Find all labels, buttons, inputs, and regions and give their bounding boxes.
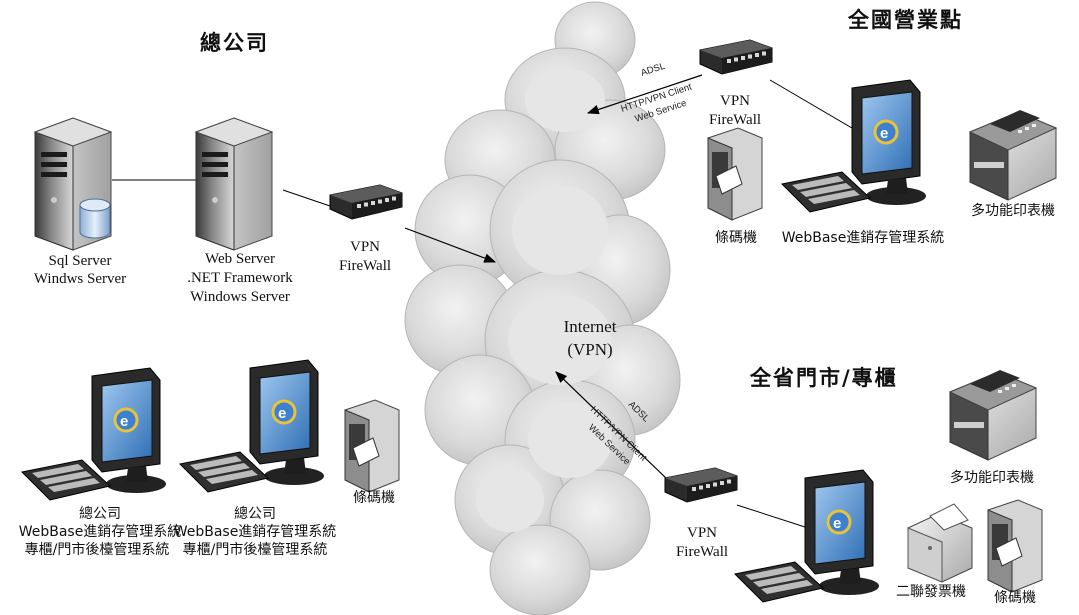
internet-label: Internet xyxy=(564,317,617,336)
webserver-firewall-link xyxy=(282,189,331,207)
firewall-icon xyxy=(329,184,403,220)
branch-internet-arrow xyxy=(586,74,703,115)
printer-label: 多功能印表機 xyxy=(950,469,1034,486)
firewall-label: FireWall xyxy=(676,544,728,560)
vpn-label: (VPN) xyxy=(567,340,612,359)
store-internet-arrow xyxy=(555,371,669,481)
pc-icon xyxy=(733,468,881,604)
database-icon xyxy=(79,198,111,239)
pc-label: 總公司 xyxy=(79,505,121,522)
firewall-label: VPN xyxy=(720,93,750,109)
firewall-label: FireWall xyxy=(339,258,391,274)
national-branches-title: 全國營業點 xyxy=(847,8,963,32)
pc-label: 總公司 xyxy=(234,505,276,522)
barcode-scanner-icon xyxy=(987,499,1043,593)
pc-label: WebBase進銷存管理系統 xyxy=(19,524,182,540)
pc-label: WebBase進銷存管理系統 xyxy=(174,524,337,540)
adsl-label: ADSL xyxy=(640,61,667,79)
invoice-printer-icon xyxy=(907,503,973,583)
barcode-label: 條碼機 xyxy=(353,490,395,506)
stores-title: 全省門市/專櫃 xyxy=(749,366,898,390)
printer-icon xyxy=(949,369,1037,461)
invoice-printer-label: 二聯發票機 xyxy=(896,584,966,600)
firewall-icon xyxy=(664,467,738,503)
firewall-icon xyxy=(699,39,773,75)
web-server-icon xyxy=(195,117,273,251)
web-server-label: .NET Framework xyxy=(187,270,293,286)
firewall-label: VPN xyxy=(687,525,717,541)
pc-label: 專櫃/門市後檯管理系統 xyxy=(183,541,328,558)
pc-icon xyxy=(178,358,326,494)
pc-label: WebBase進銷存管理系統 xyxy=(782,230,945,246)
branch-firewall-pc-link xyxy=(769,79,853,129)
barcode-label: 條碼機 xyxy=(994,590,1036,606)
internet-cloud xyxy=(404,1,681,615)
sql-server-label: Sql Server xyxy=(49,253,112,269)
firewall-internet-arrow xyxy=(404,227,497,263)
barcode-scanner-icon xyxy=(344,399,400,493)
store-firewall-pc-link xyxy=(736,504,806,528)
web-server-label: Web Server xyxy=(205,251,275,267)
printer-label: 多功能印表機 xyxy=(971,202,1055,219)
firewall-label: VPN xyxy=(350,239,380,255)
firewall-label: FireWall xyxy=(709,112,761,128)
sql-server-label: Windws Server xyxy=(34,271,126,287)
barcode-label: 條碼機 xyxy=(715,230,757,246)
pc-label: 專櫃/門市後檯管理系統 xyxy=(25,541,170,558)
pc-icon xyxy=(20,366,168,502)
web-server-label: Windows Server xyxy=(190,289,290,305)
barcode-scanner-icon xyxy=(707,127,763,221)
printer-icon xyxy=(969,109,1057,201)
head-office-title: 總公司 xyxy=(200,31,269,55)
